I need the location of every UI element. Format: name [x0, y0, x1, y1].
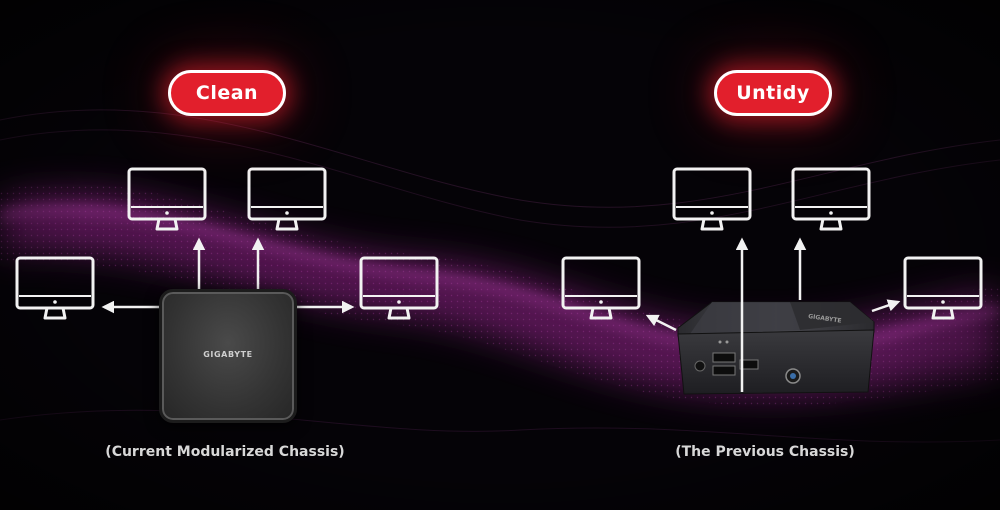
monitor-icon — [561, 256, 641, 320]
monitor-icon — [15, 256, 95, 320]
clean-badge: Clean — [168, 70, 286, 116]
previous-chassis: GIGABYTE — [677, 301, 875, 395]
current-chassis-caption: (Current Modularized Chassis) — [105, 444, 345, 460]
monitor-icon — [247, 167, 327, 231]
untidy-badge: Untidy — [714, 70, 832, 116]
svg-text:GIGABYTE: GIGABYTE — [808, 313, 842, 325]
device-logo: GIGABYTE — [203, 350, 253, 359]
arrow-icon — [101, 237, 355, 314]
previous-chassis-caption: (The Previous Chassis) — [675, 444, 855, 460]
monitor-icon — [903, 256, 983, 320]
monitor-icon — [127, 167, 207, 231]
arrow-icon — [645, 237, 901, 392]
monitor-icon — [672, 167, 752, 231]
monitor-icon — [359, 256, 439, 320]
monitor-icon — [791, 167, 871, 231]
current-chassis: GIGABYTE — [159, 289, 297, 423]
